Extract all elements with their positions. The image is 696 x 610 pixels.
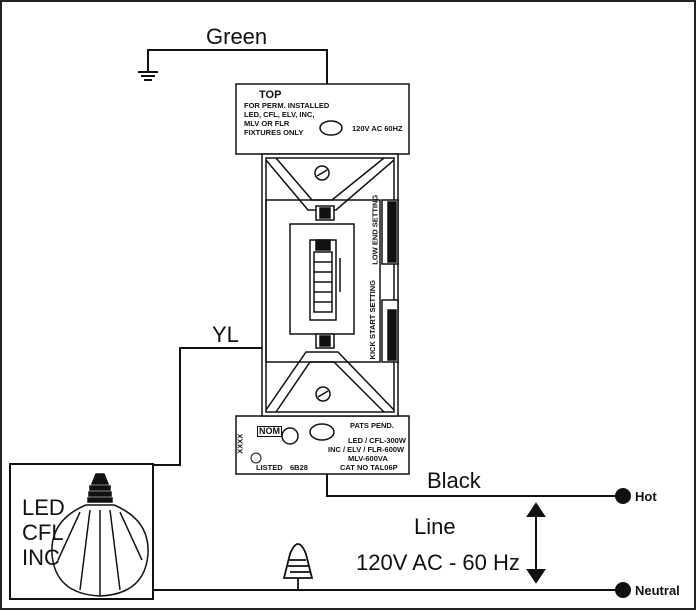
pats-pend: PATS PEND.	[350, 421, 394, 430]
bulb-type-cfl: CFL	[22, 520, 64, 545]
nom-mark: NOM	[257, 426, 282, 437]
hot-terminal	[615, 488, 631, 504]
led-bulb-icon	[51, 473, 149, 597]
plate-top-line4: FIXTURES ONLY	[244, 128, 304, 137]
bulb-type-led: LED	[22, 495, 65, 520]
spec-line3: MLV-600VA	[348, 454, 388, 463]
cat-number: CAT NO TAL06P	[340, 463, 398, 472]
ul-mark-icon	[250, 452, 262, 464]
low-end-setting-label: LOW END SETTING	[370, 194, 380, 265]
bulb-type-inc: INC	[22, 545, 60, 570]
green-label: Green	[206, 24, 268, 49]
spec-line1: LED / CFL-300W	[348, 436, 406, 445]
listed-code: 6B28	[290, 463, 308, 472]
neutral-label: Neutral	[635, 583, 680, 598]
dimmer-switch	[235, 83, 410, 475]
wire-nut-icon	[282, 543, 314, 590]
line-spec: 120V AC - 60 Hz	[356, 550, 520, 575]
hot-label: Hot	[635, 489, 657, 504]
line-arrow	[526, 502, 546, 584]
plate-top-line1: FOR PERM. INSTALLED	[244, 101, 330, 110]
yl-label: YL	[212, 322, 239, 347]
plate-top-line2: LED, CFL, ELV, INC,	[244, 110, 315, 119]
ground-wire	[138, 49, 328, 88]
black-label: Black	[427, 468, 481, 493]
line-title: Line	[414, 514, 456, 539]
plate-top-rating: 120V AC 60HZ	[352, 124, 403, 133]
listed-label: LISTED	[256, 463, 283, 472]
black-wire	[326, 474, 620, 497]
xxxx-code: XXXX	[235, 433, 245, 454]
plate-top-line3: MLV OR FLR	[244, 119, 290, 128]
yl-wire	[153, 347, 262, 466]
neutral-terminal	[615, 582, 631, 598]
kick-start-setting-label: KICK START SETTING	[367, 280, 377, 360]
plate-top-heading: TOP	[259, 89, 282, 101]
spec-line2: INC / ELV / FLR-600W	[328, 445, 405, 454]
